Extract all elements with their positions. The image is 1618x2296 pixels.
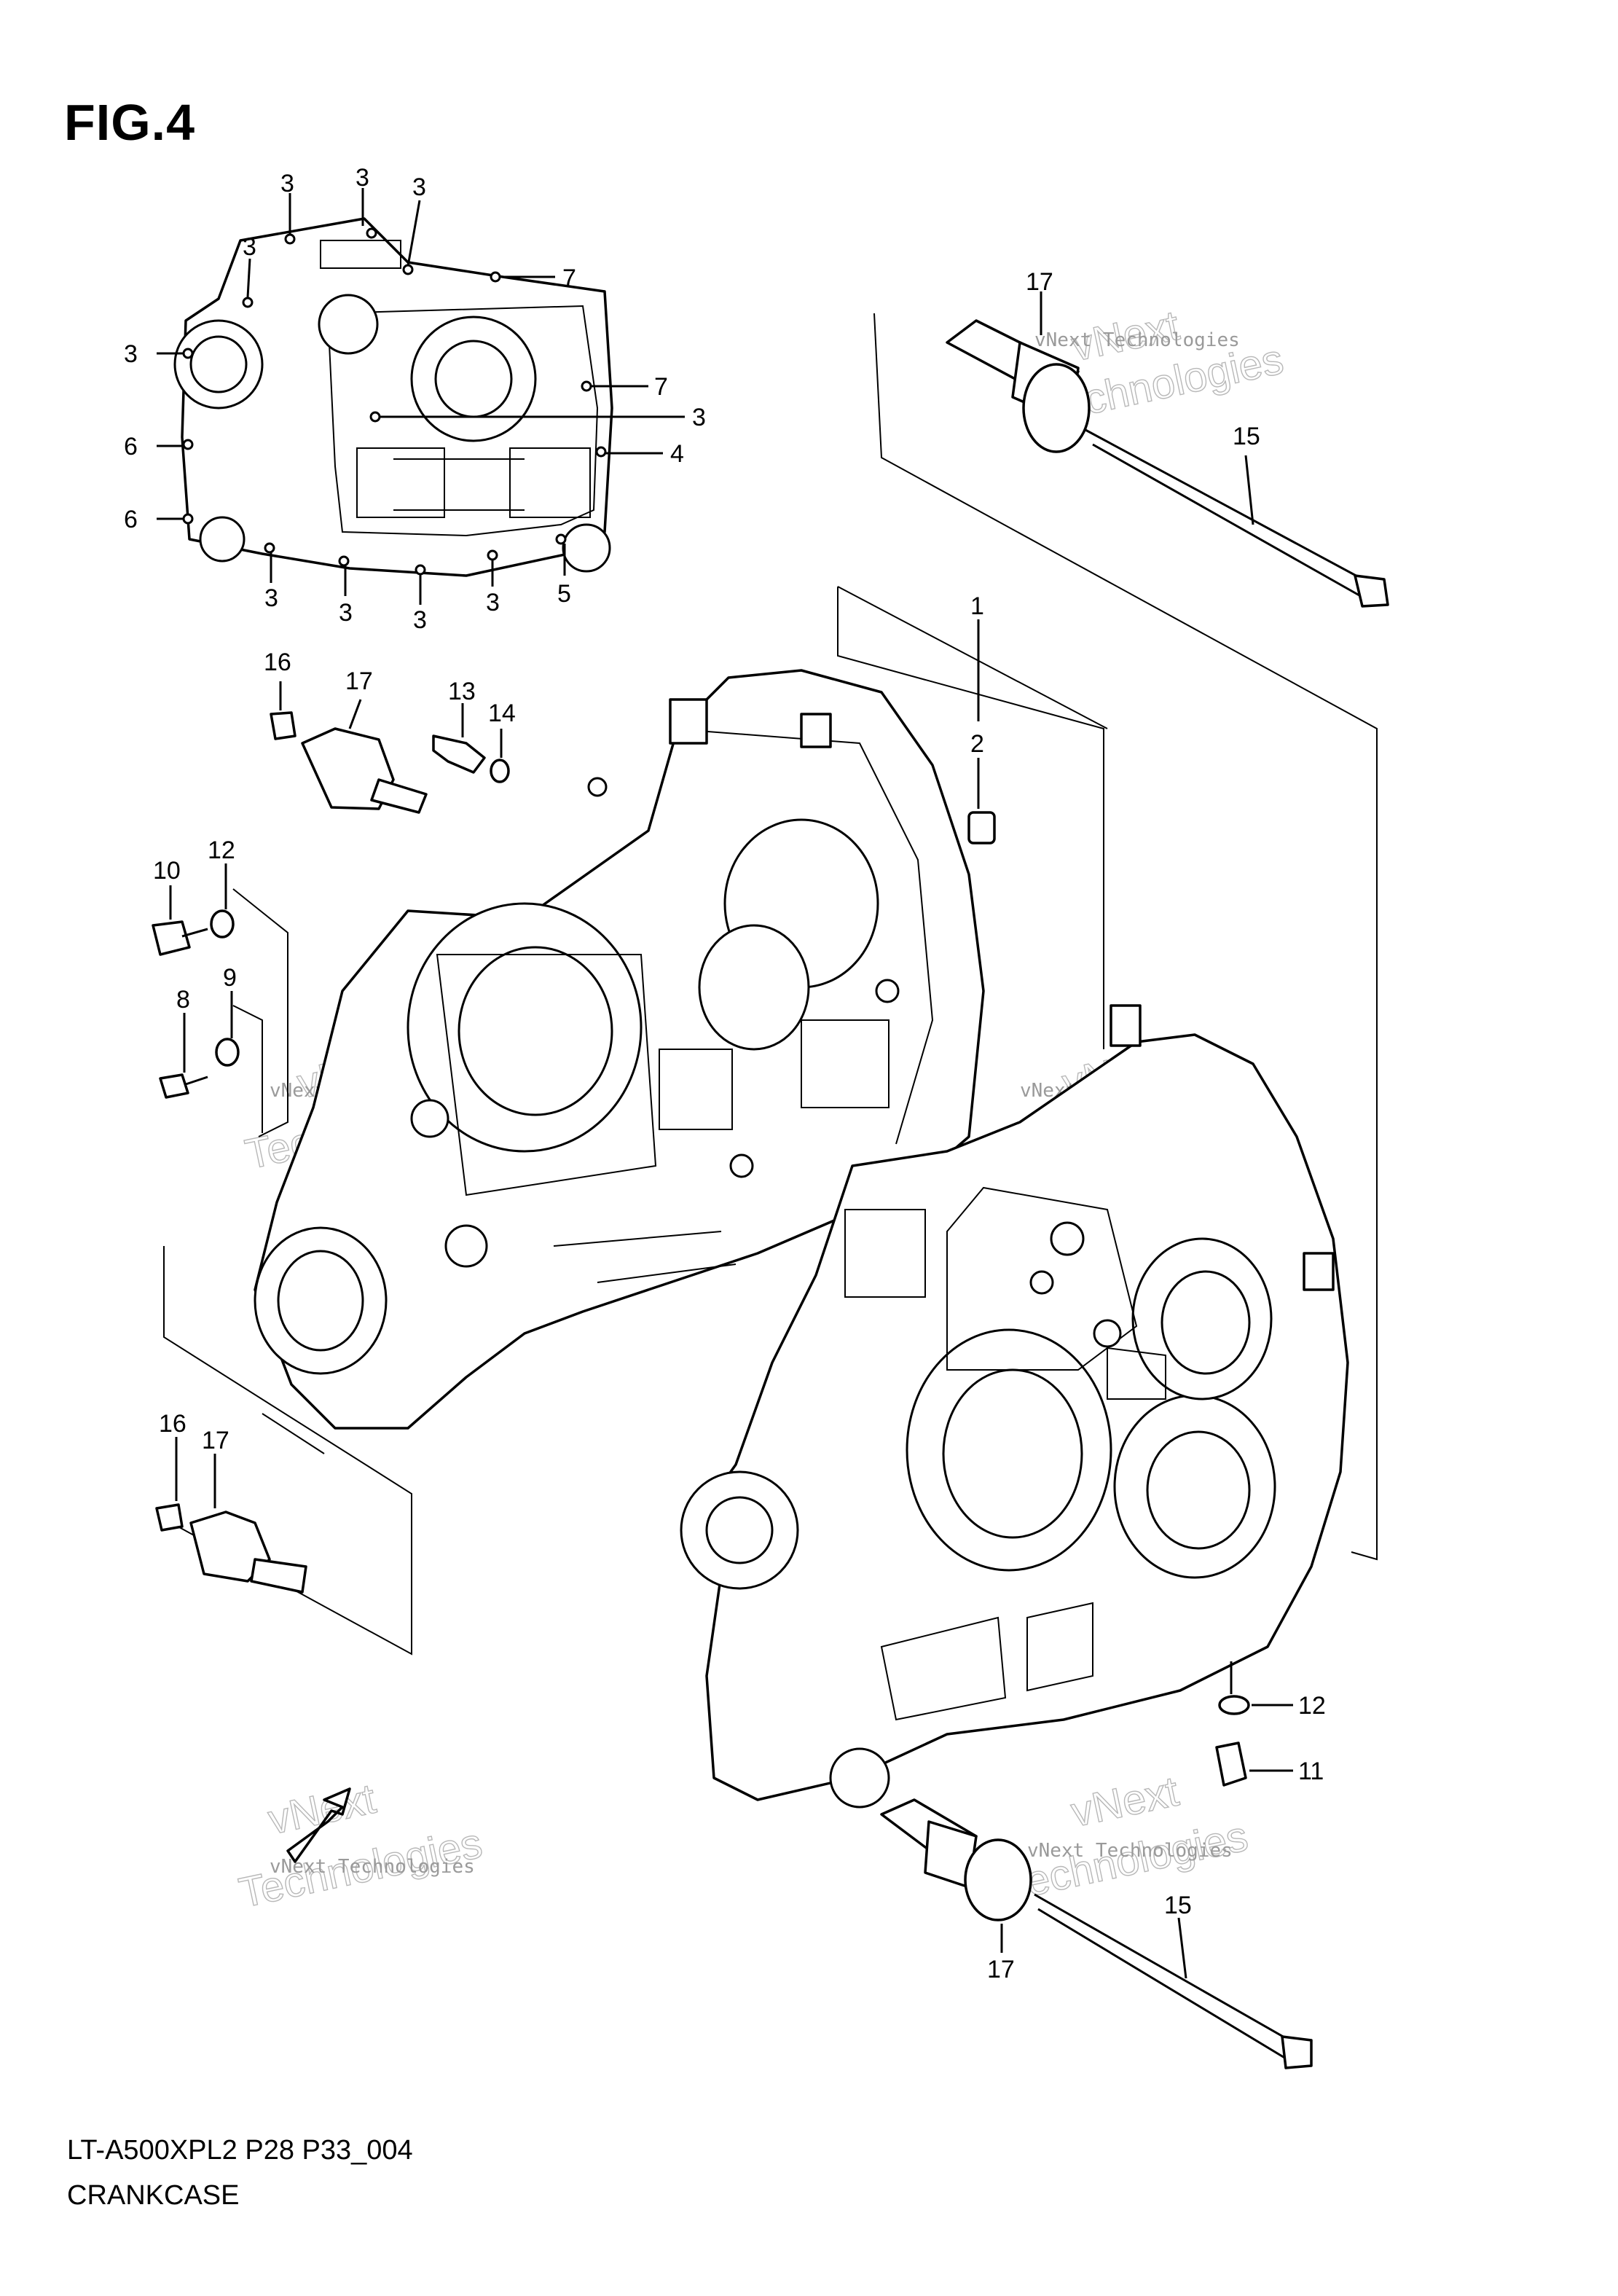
watermark-small: vNext Technologies	[270, 1856, 475, 1878]
callout-7: 7	[654, 373, 668, 401]
callout-3: 3	[280, 170, 294, 197]
callout-14: 14	[488, 700, 516, 727]
callout-6: 6	[124, 506, 138, 533]
watermark-brand: vNext	[264, 1775, 380, 1844]
crankcase-left-half	[254, 669, 985, 1430]
callout-15: 15	[1233, 423, 1260, 450]
callout-3: 3	[413, 606, 427, 634]
callout-12: 12	[208, 836, 235, 864]
callout-4: 4	[670, 440, 684, 468]
reference-lines	[163, 313, 1378, 1656]
crankcase-gasket-inset	[173, 217, 613, 577]
callout-2: 2	[970, 730, 984, 758]
callout-11: 11	[1298, 1758, 1324, 1785]
figure-title: FIG.4	[64, 94, 196, 151]
callout-17: 17	[202, 1427, 229, 1454]
callout-17: 17	[345, 667, 373, 695]
callout-3: 3	[486, 589, 500, 616]
callout-9: 9	[223, 964, 237, 992]
callout-1: 1	[970, 592, 984, 620]
callout-7: 7	[562, 265, 576, 292]
callout-17: 17	[987, 1956, 1015, 1983]
callout-3: 3	[243, 233, 256, 261]
callout-labels: 3 3 3 3 7 3 7 3 6 4 6 3 3 3 3 5 17 15 1 …	[124, 164, 1326, 1983]
section-name: CRANKCASE	[67, 2180, 240, 2211]
callout-3: 3	[339, 599, 353, 627]
callout-13: 13	[448, 678, 476, 705]
inset-leader-lines	[157, 188, 685, 605]
callout-16: 16	[264, 649, 291, 676]
main-leader-lines	[169, 619, 1293, 1979]
callout-3: 3	[264, 584, 278, 612]
callout-15: 15	[1164, 1892, 1192, 1919]
callout-16: 16	[159, 1410, 186, 1438]
callout-6: 6	[124, 433, 138, 461]
callout-8: 8	[176, 986, 190, 1014]
callout-3: 3	[692, 404, 706, 431]
callout-3: 3	[124, 340, 138, 368]
callout-5: 5	[557, 580, 571, 608]
watermark-small: vNext Technologies	[1027, 1840, 1233, 1862]
callout-12: 12	[1298, 1692, 1326, 1720]
callout-17: 17	[1026, 268, 1053, 296]
oil-pump-assembly-top-right	[946, 291, 1389, 608]
callout-10: 10	[153, 857, 181, 885]
watermark-small: vNext Technologies	[1034, 329, 1240, 351]
model-code: LT-A500XPL2 P28 P33_004	[67, 2135, 413, 2166]
callout-3: 3	[412, 173, 426, 201]
small-parts	[152, 711, 1313, 2069]
callout-3: 3	[356, 164, 369, 192]
crankcase-right-half	[680, 1004, 1349, 1809]
watermark-brand: vNext	[1067, 1768, 1183, 1836]
